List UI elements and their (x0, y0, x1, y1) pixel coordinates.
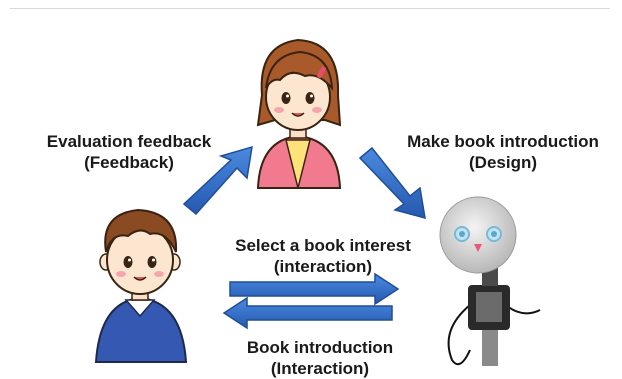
robot-figure (439, 196, 541, 366)
select-book-interest-line2: (interaction) (273, 257, 373, 276)
select-book-interest-label: Select a book interest (interaction) (208, 235, 438, 277)
select-book-interest-line1: Select a book interest (235, 236, 411, 255)
evaluation-feedback-line1: Evaluation feedback (46, 132, 212, 151)
arrow-right (229, 272, 400, 306)
arrow-feedback (182, 145, 253, 216)
evaluation-feedback-label: Evaluation feedback (Feedback) (22, 131, 236, 173)
boy-figure (94, 208, 188, 363)
top-divider (10, 8, 610, 9)
book-introduction-label: Book introduction (Interaction) (222, 337, 418, 379)
make-book-introduction-line2: (Design) (469, 153, 537, 172)
arrow-left (222, 296, 393, 330)
evaluation-feedback-line2: (Feedback) (84, 153, 174, 172)
book-introduction-line2: (Interaction) (270, 359, 370, 378)
make-book-introduction-line1: Make book introduction (407, 132, 599, 151)
arrow-design (358, 146, 426, 220)
girl-figure (256, 38, 342, 189)
make-book-introduction-label: Make book introduction (Design) (392, 131, 614, 173)
book-introduction-line1: Book introduction (246, 338, 394, 357)
